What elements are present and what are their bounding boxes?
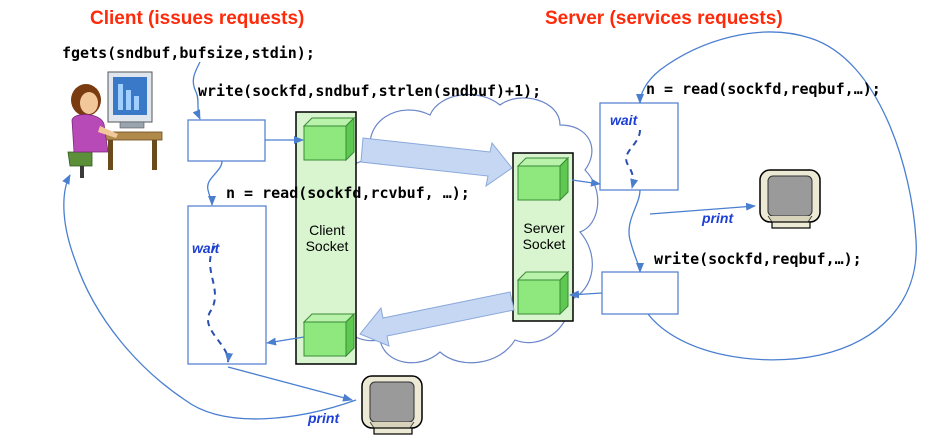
server-socket-label: Server Socket: [514, 220, 574, 252]
monitor-icon: [361, 375, 423, 435]
server-wait-dashed-line: [625, 129, 641, 189]
client-wait-dashed-line: [207, 245, 234, 363]
client-wait-label: wait: [192, 240, 220, 256]
code-client-write: write(sockfd,sndbuf,strlen(sndbuf)+1);: [198, 82, 542, 100]
server-wait-box: [599, 102, 679, 191]
server-reply-box: [601, 271, 679, 315]
server-heading: Server (services requests): [545, 8, 783, 29]
client-send-box: [187, 119, 266, 162]
server-send-buffer-cube: [517, 271, 569, 315]
client-print-arrow: [227, 366, 353, 402]
server-recv-buffer-cube: [517, 157, 569, 201]
monitor-icon: [759, 169, 821, 229]
server-socket-to-read-arrow: [571, 178, 601, 187]
client-recv-buffer-cube: [303, 313, 355, 357]
server-socket-label-line1: Server: [523, 220, 565, 236]
client-loop-line: [62, 174, 357, 420]
client-heading: Client (issues requests): [90, 8, 305, 29]
client-socket-to-read-arrow: [266, 336, 305, 346]
server-flow-line: [628, 189, 644, 273]
person-at-computer-icon: [67, 71, 163, 178]
server-print-arrow: [649, 202, 756, 215]
client-socket-label-line2: Socket: [305, 238, 349, 254]
reply-transfer-arrow: [359, 291, 515, 347]
server-write-to-socket-arrow: [569, 290, 603, 299]
code-client-read: n = read(sockfd,rcvbuf, …);: [226, 184, 470, 202]
code-server-write: write(sockfd,reqbuf,…);: [654, 250, 862, 268]
client-socket-label: Client Socket: [298, 222, 356, 254]
client-socket-label-line1: Client: [309, 222, 345, 238]
client-print-label: print: [308, 410, 340, 426]
code-fgets: fgets(sndbuf,bufsize,stdin);: [62, 44, 315, 62]
code-server-read: n = read(sockfd,reqbuf,…);: [646, 80, 881, 98]
server-loop-line: [636, 31, 917, 361]
client-wait-box: [187, 205, 267, 365]
server-print-label: print: [702, 210, 734, 226]
client-flow-line: [207, 160, 223, 206]
client-fgets-to-write-line: [192, 61, 201, 120]
server-socket-label-line2: Socket: [522, 236, 566, 252]
request-transfer-arrow: [360, 137, 513, 188]
server-wait-label: wait: [610, 112, 638, 128]
client-send-buffer-cube: [303, 117, 355, 161]
